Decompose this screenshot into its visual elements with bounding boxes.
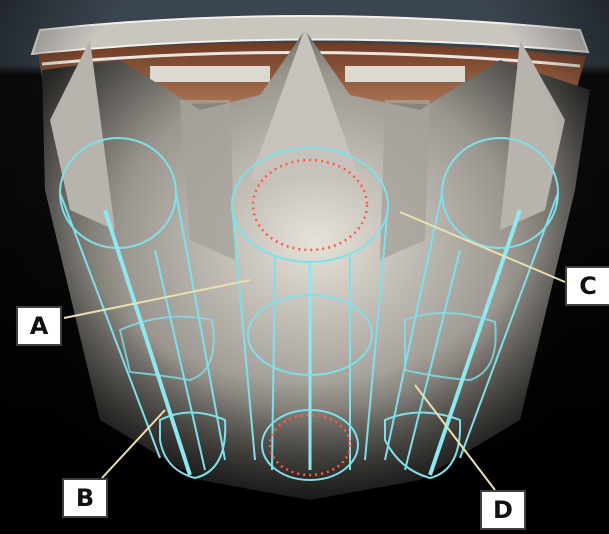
label-a: A: [16, 306, 62, 346]
label-c: C: [565, 266, 609, 306]
label-b: B: [62, 478, 108, 518]
label-d: D: [480, 490, 526, 530]
